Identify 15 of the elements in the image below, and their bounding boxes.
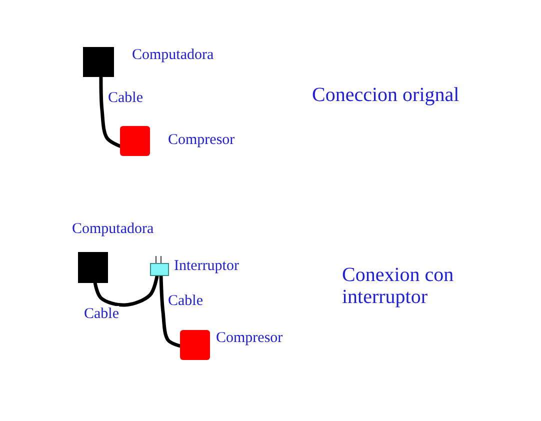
section-title: Conexion con interruptor (342, 264, 455, 308)
switch-icon (150, 256, 169, 276)
device-box (120, 126, 150, 156)
device-box (83, 47, 114, 77)
device-label: Computadora (72, 221, 154, 238)
device-label: Computadora (132, 47, 214, 64)
section-title: Coneccion orignal (312, 84, 460, 106)
device-label: Compresor (216, 330, 283, 346)
device-label: Compresor (168, 132, 235, 148)
cable-line (99, 75, 122, 148)
cable-line (93, 274, 159, 307)
device-label: Interruptor (174, 258, 239, 274)
device-box (180, 330, 210, 360)
device-box (78, 252, 108, 283)
cable-line (159, 274, 182, 348)
